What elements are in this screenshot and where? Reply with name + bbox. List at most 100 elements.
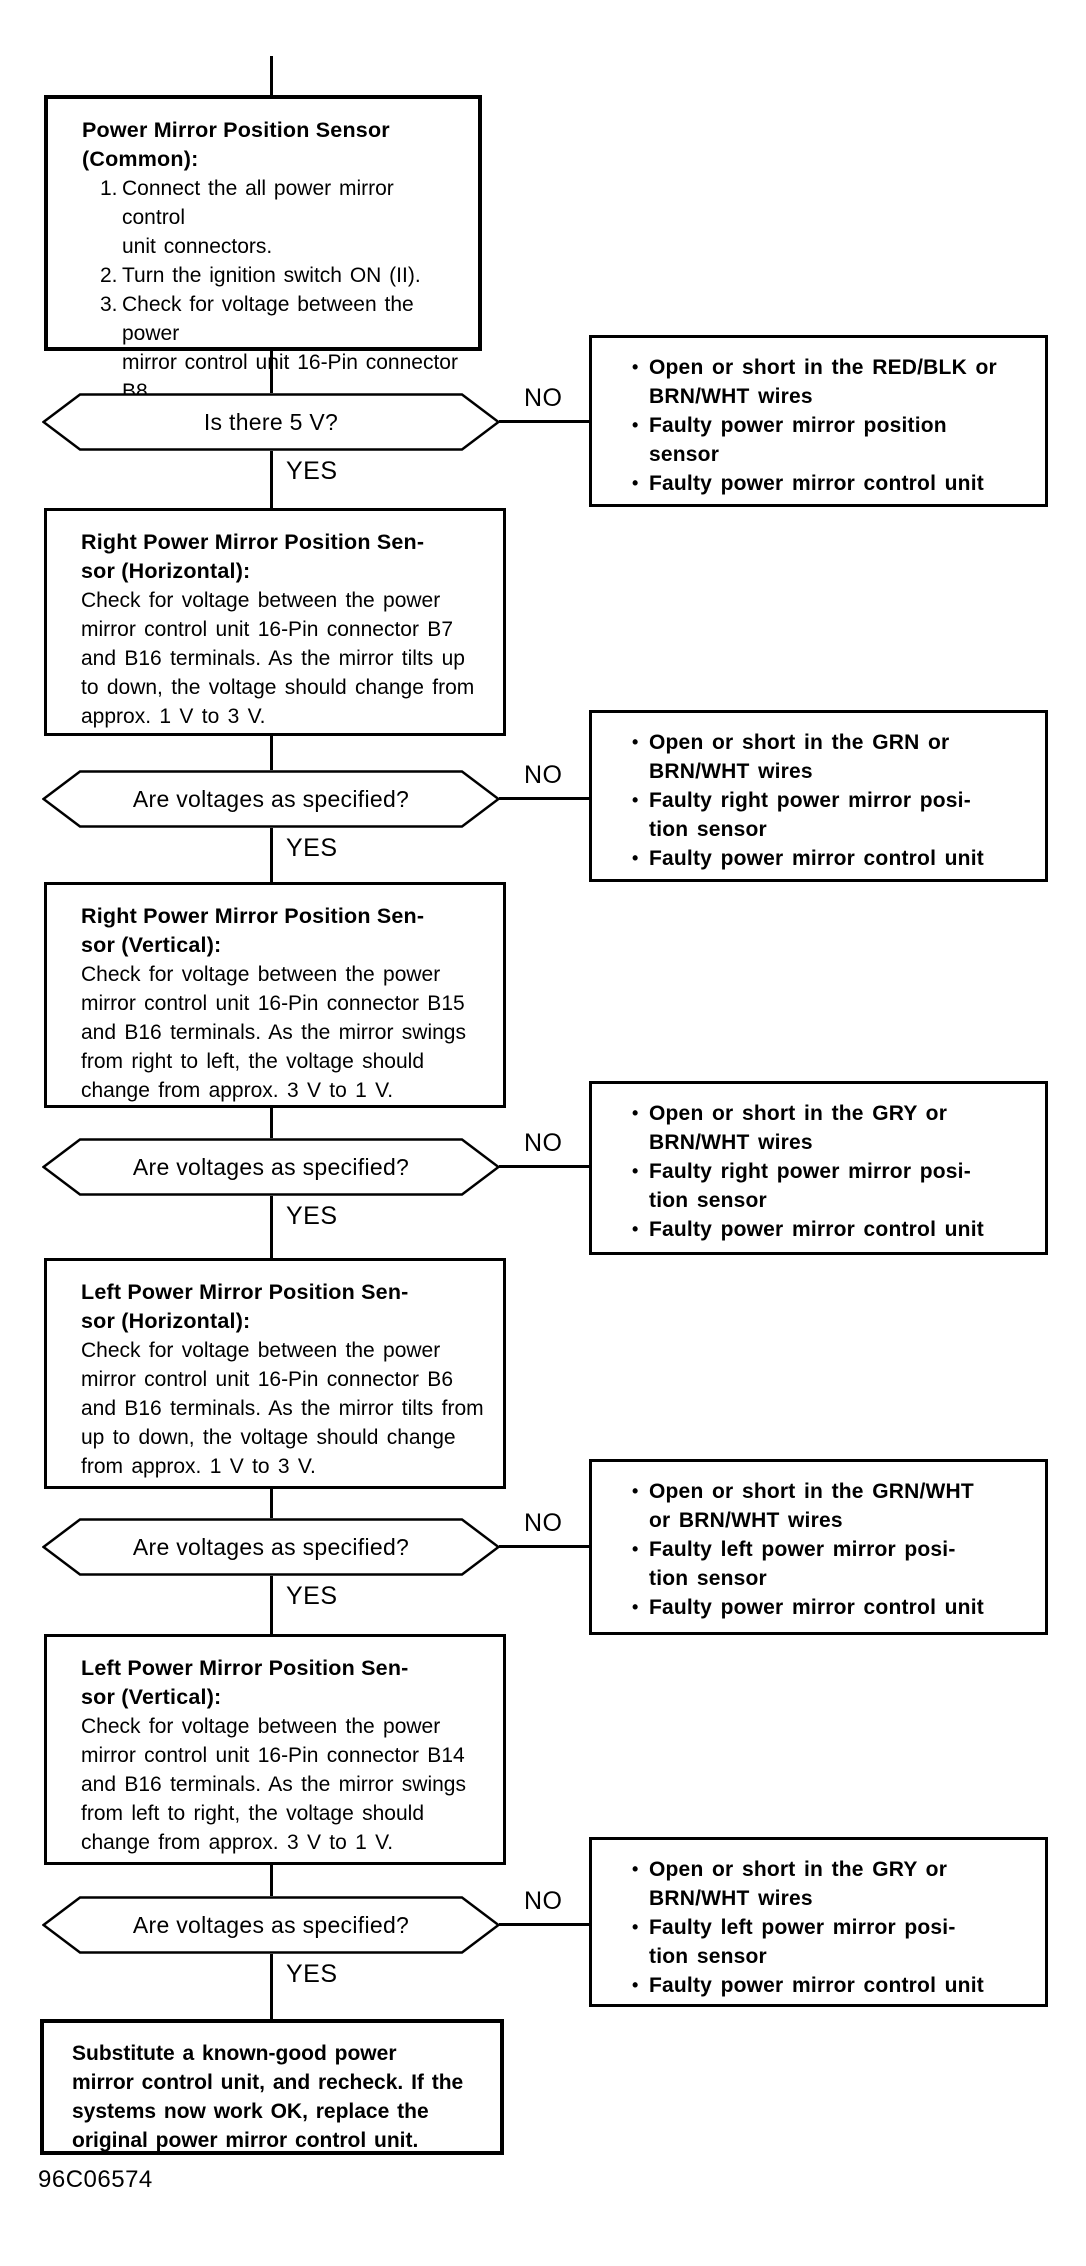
process-box-common: Power Mirror Position Sensor (Common): 1…: [44, 95, 482, 432]
fault-item: • Faulty power mirror control unit: [632, 844, 1031, 873]
bullet-icon: •: [632, 1975, 639, 1995]
connector: [270, 736, 273, 770]
fault-text: Faulty power mirror control unit: [649, 472, 984, 495]
fault-item: • Faulty right power mirror posi- tion s…: [632, 786, 1031, 844]
fault-text: Open or short in the RED/BLK or BRN/WHT …: [649, 356, 997, 408]
fault-text: Faulty power mirror position sensor: [649, 414, 947, 466]
decision-voltages-3: Are voltages as specified?: [42, 1518, 500, 1576]
fault-item: • Open or short in the GRY or BRN/WHT wi…: [632, 1099, 1031, 1157]
bullet-icon: •: [632, 1161, 639, 1181]
fault-text: Open or short in the GRN/WHT or BRN/WHT …: [649, 1480, 974, 1532]
fault-text: Faulty power mirror control unit: [649, 1596, 984, 1619]
yes-label: YES: [286, 1202, 338, 1230]
fault-text: Faulty left power mirror posi- tion sens…: [649, 1538, 956, 1590]
decision-voltages-4: Are voltages as specified?: [42, 1896, 500, 1954]
figure-code: 96C06574: [38, 2166, 153, 2193]
connector: [270, 1489, 273, 1518]
decision-voltages-1: Are voltages as specified?: [42, 770, 500, 828]
step-item: 1. Connect the all power mirror control …: [100, 174, 460, 261]
no-label: NO: [524, 384, 563, 412]
hexagon-shape: [42, 393, 500, 451]
connector-yes: [270, 828, 273, 882]
bullet-icon: •: [632, 473, 639, 493]
process-box-left-horizontal: Left Power Mirror Position Sen- sor (Hor…: [44, 1258, 506, 1489]
process-body: Check for voltage between the power mirr…: [81, 1339, 484, 1478]
fault-text: Faulty power mirror control unit: [649, 847, 984, 870]
step-text: Connect the all power mirror control uni…: [122, 177, 394, 258]
bullet-icon: •: [632, 1219, 639, 1239]
fault-text: Open or short in the GRY or BRN/WHT wire…: [649, 1858, 948, 1910]
decision-question: Are voltages as specified?: [132, 1911, 410, 1938]
connector-no: [499, 1165, 589, 1168]
process-title: Right Power Mirror Position Sen- sor (Ho…: [81, 530, 425, 583]
process-body: Check for voltage between the power mirr…: [81, 963, 466, 1102]
connector-yes: [270, 451, 273, 508]
decision-question: Are voltages as specified?: [132, 1153, 410, 1180]
connector-yes: [270, 1196, 273, 1258]
decision-question: Are voltages as specified?: [132, 1533, 410, 1560]
fault-item: • Open or short in the GRN or BRN/WHT wi…: [632, 728, 1031, 786]
yes-label: YES: [286, 1582, 338, 1610]
fault-item: • Open or short in the GRN/WHT or BRN/WH…: [632, 1477, 1031, 1535]
decision-question: Is there 5 V?: [203, 408, 339, 435]
bullet-icon: •: [632, 1597, 639, 1617]
hexagon-shape: [42, 770, 500, 828]
fault-text: Faulty right power mirror posi- tion sen…: [649, 789, 971, 841]
final-action-text: Substitute a known-good power mirror con…: [72, 2042, 464, 2152]
fault-box-left-horizontal: • Open or short in the GRN/WHT or BRN/WH…: [589, 1459, 1048, 1635]
hexagon-shape: [42, 1518, 500, 1576]
fault-item: • Open or short in the RED/BLK or BRN/WH…: [632, 353, 1031, 411]
process-title: Left Power Mirror Position Sen- sor (Ver…: [81, 1656, 409, 1709]
no-label: NO: [524, 761, 563, 789]
connector-entry: [270, 56, 273, 95]
yes-label: YES: [286, 834, 338, 862]
connector: [270, 1108, 273, 1138]
bullet-icon: •: [632, 357, 639, 377]
step-number: 2.: [100, 264, 118, 287]
fault-item: • Open or short in the GRY or BRN/WHT wi…: [632, 1855, 1031, 1913]
bullet-icon: •: [632, 1103, 639, 1123]
yes-label: YES: [286, 457, 338, 485]
connector-no: [499, 1545, 589, 1548]
fault-item: • Faulty power mirror position sensor: [632, 411, 1031, 469]
process-title: Power Mirror Position Sensor (Common):: [82, 118, 390, 171]
fault-text: Open or short in the GRY or BRN/WHT wire…: [649, 1102, 948, 1154]
bullet-icon: •: [632, 1539, 639, 1559]
process-box-right-vertical: Right Power Mirror Position Sen- sor (Ve…: [44, 882, 506, 1108]
connector: [270, 1865, 273, 1896]
fault-item: • Faulty power mirror control unit: [632, 1971, 1031, 2000]
step-number: 3.: [100, 293, 118, 316]
connector-no: [499, 420, 589, 423]
fault-text: Faulty power mirror control unit: [649, 1974, 984, 1997]
process-body: Check for voltage between the power mirr…: [81, 589, 475, 728]
bullet-icon: •: [632, 1859, 639, 1879]
process-box-right-horizontal: Right Power Mirror Position Sen- sor (Ho…: [44, 508, 506, 736]
connector-yes: [270, 1954, 273, 2019]
hexagon-shape: [42, 1896, 500, 1954]
fault-item: • Faulty power mirror control unit: [632, 469, 1031, 498]
fault-item: • Faulty right power mirror posi- tion s…: [632, 1157, 1031, 1215]
no-label: NO: [524, 1887, 563, 1915]
no-label: NO: [524, 1509, 563, 1537]
fault-item: • Faulty left power mirror posi- tion se…: [632, 1913, 1031, 1971]
bullet-icon: •: [632, 1481, 639, 1501]
step-number: 1.: [100, 177, 118, 200]
bullet-icon: •: [632, 732, 639, 752]
bullet-icon: •: [632, 848, 639, 868]
process-body: Check for voltage between the power mirr…: [81, 1715, 466, 1854]
fault-item: • Faulty power mirror control unit: [632, 1593, 1031, 1622]
fault-text: Faulty left power mirror posi- tion sens…: [649, 1916, 956, 1968]
fault-text: Faulty right power mirror posi- tion sen…: [649, 1160, 971, 1212]
step-text: Turn the ignition switch ON (II).: [122, 264, 421, 287]
connector-no: [499, 1923, 589, 1926]
decision-question: Are voltages as specified?: [132, 785, 410, 812]
fault-box-common: • Open or short in the RED/BLK or BRN/WH…: [589, 335, 1048, 507]
fault-text: Open or short in the GRN or BRN/WHT wire…: [649, 731, 950, 783]
fault-box-left-vertical: • Open or short in the GRY or BRN/WHT wi…: [589, 1837, 1048, 2007]
bullet-icon: •: [632, 415, 639, 435]
process-box-left-vertical: Left Power Mirror Position Sen- sor (Ver…: [44, 1634, 506, 1865]
fault-box-right-horizontal: • Open or short in the GRN or BRN/WHT wi…: [589, 710, 1048, 882]
hexagon-shape: [42, 1138, 500, 1196]
bullet-icon: •: [632, 1917, 639, 1937]
